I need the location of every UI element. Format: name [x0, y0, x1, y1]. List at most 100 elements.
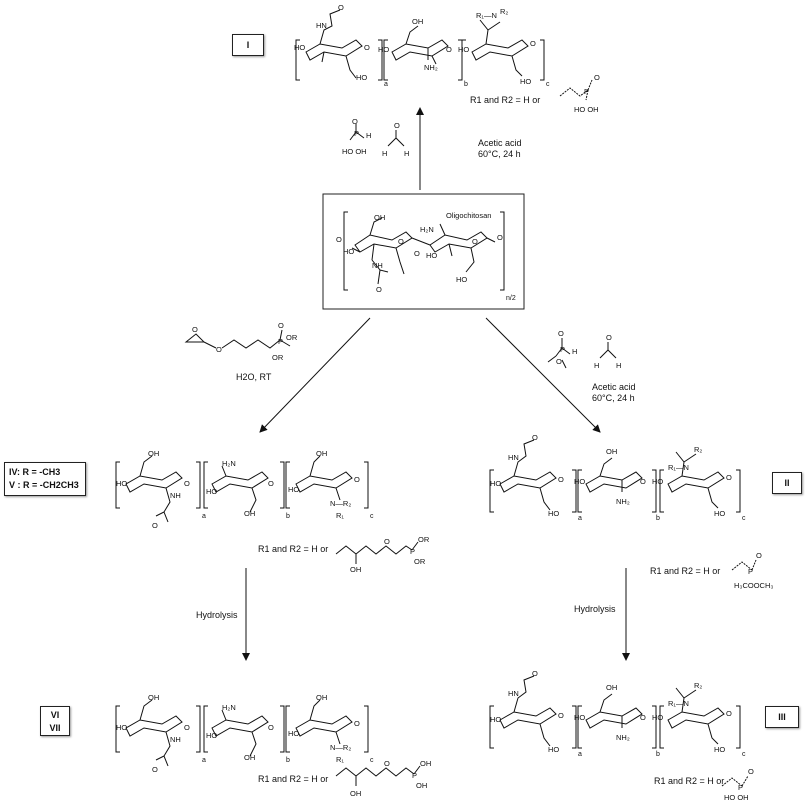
svg-text:HO: HO [456, 275, 467, 284]
svg-text:HO: HO [714, 509, 725, 518]
svg-text:HO: HO [206, 487, 217, 496]
svg-text:HN: HN [316, 21, 327, 30]
svg-text:HO: HO [343, 247, 354, 256]
svg-text:HO: HO [206, 731, 217, 740]
svg-text:P: P [412, 771, 417, 780]
svg-text:O: O [152, 765, 158, 774]
top-conditions: Acetic acid 60°C, 24 h [478, 138, 522, 160]
subscript-c: c [370, 513, 374, 520]
svg-text:O: O [268, 479, 274, 488]
svg-text:HO: HO [426, 251, 437, 260]
svg-text:HO: HO [378, 45, 389, 54]
svg-text:P: P [410, 547, 415, 556]
svg-text:HO OH: HO OH [724, 793, 749, 801]
svg-text:H₂N: H₂N [222, 703, 236, 712]
oligochitosan-structure: OH HO NH O O H₂N HO HO O O O O Oligochit… [336, 211, 516, 302]
svg-text:O: O [376, 285, 382, 294]
svg-text:OH: OH [606, 683, 617, 692]
svg-text:O: O [640, 477, 646, 486]
svg-text:P: P [354, 129, 359, 138]
subscript-a: a [578, 751, 582, 758]
svg-text:OH: OH [350, 565, 361, 574]
svg-text:P: P [278, 337, 283, 346]
note-IV-V: R1 and R2 = H or [258, 544, 329, 554]
svg-text:O: O [472, 237, 478, 246]
top-solvent: Acetic acid [478, 138, 522, 148]
svg-text:H₂N: H₂N [420, 225, 434, 234]
svg-text:O: O [558, 475, 564, 484]
right-solvent: Acetic acid [592, 382, 636, 392]
svg-text:H₂N: H₂N [222, 459, 236, 468]
svg-text:O: O [726, 473, 732, 482]
svg-text:R₁—N: R₁—N [476, 11, 497, 20]
svg-text:HN: HN [508, 689, 519, 698]
product-VI-VII-structure: OH HO NH O O H₂N HO OH O OH HO N—R₂ R₁ O… [115, 693, 431, 798]
svg-text:O: O [152, 521, 158, 530]
svg-text:H: H [366, 131, 371, 140]
subscript-b: b [464, 81, 468, 88]
svg-text:R₁—N: R₁—N [668, 699, 689, 708]
svg-text:OH: OH [148, 693, 159, 702]
svg-text:O: O [558, 711, 564, 720]
epoxide-reagent: O O P O OR OR [184, 321, 298, 362]
svg-text:O: O [398, 237, 404, 246]
subscript-c: c [742, 751, 746, 758]
label-I-box: I [232, 34, 264, 56]
subscript-c: c [742, 515, 746, 522]
svg-text:O: O [338, 3, 344, 12]
svg-text:NH: NH [170, 735, 181, 744]
svg-text:H: H [572, 347, 577, 356]
svg-text:NH₂: NH₂ [616, 497, 630, 506]
subscript-a: a [578, 515, 582, 522]
svg-text:H: H [382, 149, 387, 158]
subscript-c: c [370, 757, 374, 764]
svg-text:OR: OR [272, 353, 284, 362]
svg-text:H: H [594, 361, 599, 370]
svg-text:P: P [748, 567, 753, 576]
svg-text:O: O [336, 235, 342, 244]
product-IV-V-structure: OH HO NH O O H₂N HO OH O OH HO N—R₂ R₁ O… [115, 449, 430, 574]
top-temp: 60°C, 24 h [478, 149, 521, 159]
oligochitosan-label: Oligochitosan [446, 211, 491, 220]
svg-text:OH: OH [420, 759, 431, 768]
svg-text:HO: HO [652, 713, 663, 722]
subscript-a: a [384, 81, 388, 88]
svg-text:OR: OR [414, 557, 426, 566]
hydrolysis-left-label: Hydrolysis [196, 610, 238, 620]
subscript-a: a [202, 513, 206, 520]
top-reagents: O P H HO OH O H H [342, 117, 409, 158]
svg-text:O: O [558, 329, 564, 338]
svg-text:R₂: R₂ [694, 681, 702, 690]
label-IV-V-box: IV: R = -CH3 V : R = -CH2CH3 [4, 462, 86, 496]
label-V: V : R = -CH2CH3 [9, 480, 79, 490]
svg-text:NH₂: NH₂ [616, 733, 630, 742]
svg-text:H₃COOCH₃: H₃COOCH₃ [734, 581, 773, 590]
svg-text:HO: HO [520, 77, 531, 86]
svg-text:O: O [268, 723, 274, 732]
svg-text:R₂: R₂ [694, 445, 702, 454]
svg-text:N—R₂: N—R₂ [330, 499, 351, 508]
right-temp: 60°C, 24 h [592, 393, 635, 403]
left-conditions: H2O, RT [236, 372, 271, 383]
svg-text:HO: HO [548, 509, 559, 518]
svg-text:HO: HO [288, 729, 299, 738]
svg-text:HO: HO [116, 723, 127, 732]
svg-text:O: O [364, 43, 370, 52]
svg-text:O: O [414, 249, 420, 258]
svg-text:H: H [616, 361, 621, 370]
svg-text:R₁: R₁ [336, 511, 344, 520]
svg-text:OR: OR [418, 535, 430, 544]
right-conditions: Acetic acid 60°C, 24 h [592, 382, 636, 404]
svg-text:O: O [192, 325, 198, 334]
svg-text:OH: OH [412, 17, 423, 26]
svg-text:O: O [216, 345, 222, 354]
svg-text:P: P [560, 345, 565, 354]
subscript-b: b [286, 513, 290, 520]
subscript-c: c [546, 81, 550, 88]
svg-text:HO: HO [288, 485, 299, 494]
svg-text:HO: HO [490, 479, 501, 488]
svg-text:O: O [532, 669, 538, 678]
product-I-structure: HN O HO HO O OH HO NH₂ O R₁—N R₂ HO HO O… [294, 3, 600, 114]
label-VII: VII [49, 723, 61, 733]
